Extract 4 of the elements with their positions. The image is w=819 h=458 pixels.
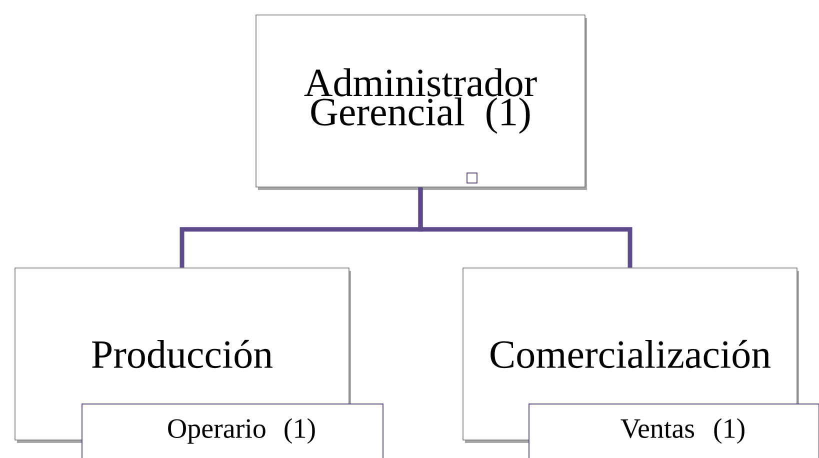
role-box: Ventas (1)	[528, 404, 819, 458]
role-box: Operario (1)	[82, 404, 384, 458]
org-box: Administrador Gerencial (1)	[256, 14, 587, 190]
connector-line	[418, 187, 632, 268]
